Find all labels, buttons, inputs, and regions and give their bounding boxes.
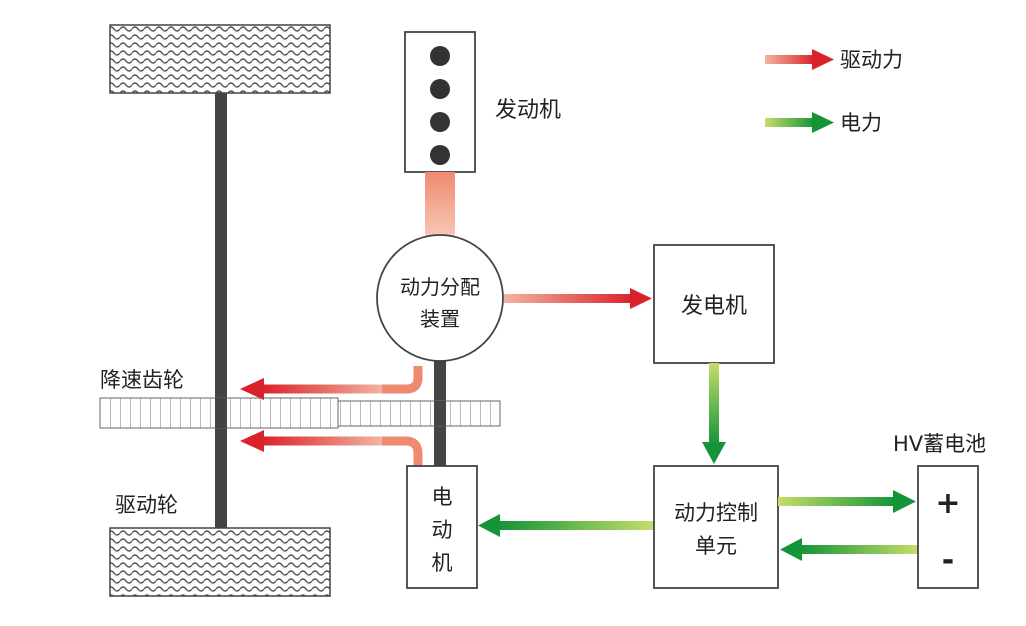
- pcu-box: [653, 465, 779, 589]
- legend-drive-force-arrow-head: [812, 49, 834, 70]
- power-split-label-line2: 装置: [420, 307, 460, 331]
- legend-drive-force-arrow: [765, 55, 815, 64]
- power-arrow-pcu-to-motor: [498, 521, 654, 530]
- power-arrow-pcu-to-battery-head: [893, 490, 916, 513]
- battery-label: HV蓄电池: [893, 432, 986, 456]
- power-arrow-pcu-to-motor-head: [478, 514, 500, 537]
- generator-label: 发电机: [681, 294, 747, 319]
- drive-arrow-split-to-gear-head: [240, 378, 264, 400]
- drive-arrow-split-to-gear-body: [262, 384, 382, 394]
- power-arrow-pcu-to-battery: [778, 497, 896, 506]
- power-split-shaft-overlay: [434, 401, 446, 426]
- drive-wheel-label: 驱动轮: [115, 493, 178, 517]
- engine-cylinder: [430, 112, 450, 132]
- pcu-label-line1: 动力控制: [674, 501, 758, 525]
- motor-label-line1: 电: [432, 485, 453, 509]
- drive-arrow-to-generator-head: [630, 288, 652, 309]
- legend-electric-power-arrow-head: [812, 112, 834, 133]
- power-arrow-generator-to-pcu: [709, 363, 719, 445]
- battery-plus: +: [935, 486, 960, 521]
- engine-cylinder: [430, 79, 450, 99]
- axle-shaft: [215, 93, 227, 528]
- drive-arrow-motor-to-gear-head: [240, 430, 264, 452]
- drive-wheel-top: [109, 24, 331, 94]
- power-arrow-battery-to-pcu: [800, 545, 918, 554]
- engine-label: 发动机: [495, 98, 561, 123]
- legend-drive-force-label: 驱动力: [840, 48, 903, 72]
- drive-arrow-motor-to-gear: [262, 436, 423, 466]
- pcu-label-line2: 单元: [695, 534, 737, 558]
- drive-arrow-motor-to-gear-body: [262, 436, 382, 446]
- reduction-gear-label: 降速齿轮: [100, 368, 184, 392]
- battery-minus: -: [942, 543, 954, 578]
- motor-label-line2: 动: [432, 518, 453, 542]
- power-arrow-battery-to-pcu-head: [780, 538, 802, 561]
- drive-arrow-to-generator: [504, 294, 634, 303]
- axle-shaft-overlay: [215, 398, 227, 428]
- legend: 驱动力 电力: [765, 48, 903, 135]
- engine-drive-flow: [425, 172, 455, 238]
- motor-box: [406, 465, 478, 589]
- engine-cylinder: [430, 46, 450, 66]
- motor-label-line3: 机: [432, 551, 453, 575]
- power-split-label-line1: 动力分配: [400, 275, 480, 299]
- drive-wheel-bottom: [109, 527, 331, 597]
- power-arrow-generator-to-pcu-head: [702, 442, 726, 464]
- legend-electric-power-arrow: [765, 118, 815, 127]
- engine-cylinder: [430, 145, 450, 165]
- legend-electric-power-label: 电力: [840, 111, 882, 135]
- battery-box: [917, 465, 979, 589]
- power-split-device: [376, 234, 504, 362]
- drive-arrow-split-to-gear: [262, 366, 423, 394]
